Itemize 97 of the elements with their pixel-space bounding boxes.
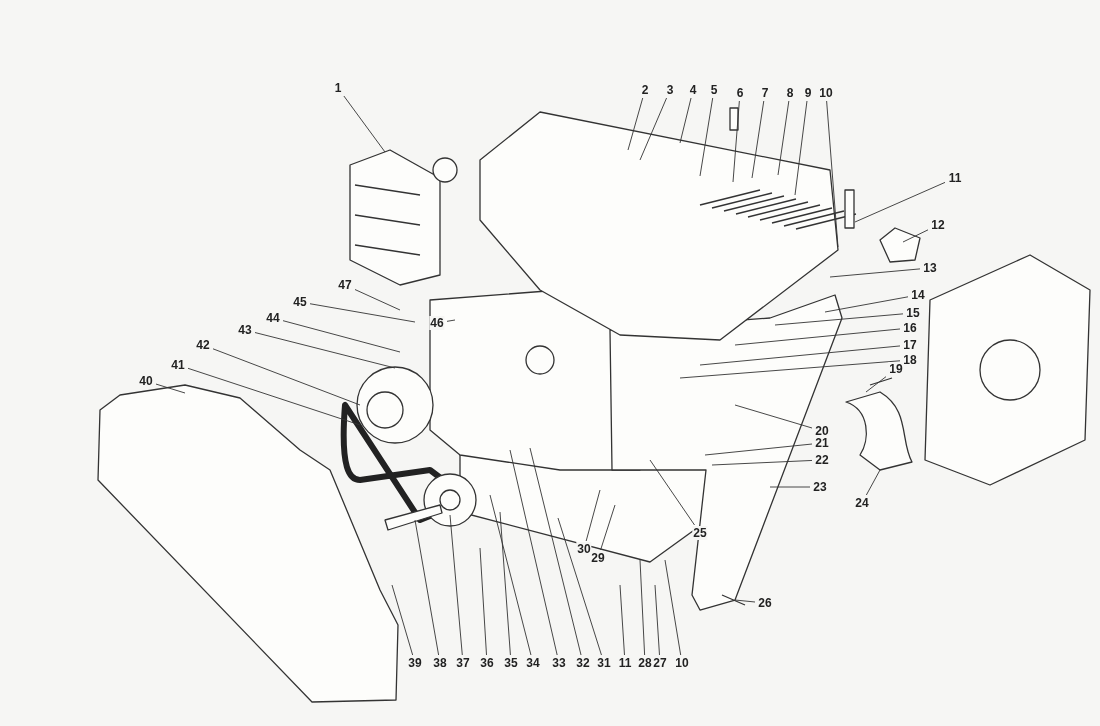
leader-line (734, 599, 756, 603)
leader-line (529, 447, 582, 656)
leader-line (699, 345, 901, 366)
leader-line (769, 486, 811, 488)
callout-number: 22 (814, 453, 830, 467)
leader-line (414, 519, 440, 656)
callout-number: 38 (432, 656, 448, 670)
leader-line (777, 100, 790, 176)
leader-line (865, 376, 887, 393)
callout-number: 8 (785, 86, 795, 100)
callout-number: 12 (930, 218, 946, 232)
leader-line (826, 100, 839, 248)
callout-number: 47 (337, 278, 353, 292)
leader-line (732, 100, 740, 183)
leader-line (865, 469, 881, 496)
callout-number: 42 (195, 338, 211, 352)
callout-number: 16 (902, 321, 918, 335)
leader-line (704, 443, 813, 456)
callout-number: 29 (590, 551, 606, 565)
leader-line (446, 319, 456, 322)
leader-line (557, 517, 602, 656)
callout-number: 11 (947, 171, 963, 185)
leader-line (902, 229, 929, 243)
leader-line (627, 97, 644, 151)
callout-number: 23 (812, 480, 828, 494)
leader-line (254, 332, 396, 369)
leader-line (734, 404, 813, 429)
callout-number: 43 (237, 323, 253, 337)
leader-line (343, 95, 386, 153)
callout-number: 28 (637, 656, 653, 670)
callout-number: 5 (709, 83, 719, 97)
callout-number: 39 (407, 656, 423, 670)
leader-line (854, 181, 946, 223)
leader-line (829, 268, 921, 278)
leader-line (489, 494, 532, 656)
leader-line (600, 504, 616, 551)
callout-number: 6 (735, 86, 745, 100)
callout-number: 35 (503, 656, 519, 670)
callout-number: 11 (617, 656, 633, 670)
callout-number: 1 (333, 81, 343, 95)
leader-line (212, 348, 361, 406)
leader-line (585, 489, 601, 542)
callout-number: 41 (170, 358, 186, 372)
callout-number: 25 (692, 526, 708, 540)
callout-number: 21 (814, 436, 830, 450)
leader-line (711, 460, 813, 466)
callout-number: 40 (138, 374, 154, 388)
callout-number: 32 (575, 656, 591, 670)
leader-line (794, 100, 808, 196)
callout-number: 19 (888, 362, 904, 376)
callout-number: 4 (688, 83, 698, 97)
callout-number: 13 (922, 261, 938, 275)
callout-number: 30 (576, 542, 592, 556)
leader-line (391, 584, 414, 656)
leader-line (649, 459, 695, 526)
callout-number: 3 (665, 83, 675, 97)
callout-number: 45 (292, 295, 308, 309)
callout-number: 18 (902, 353, 918, 367)
leader-line (774, 313, 904, 326)
leader-line (155, 383, 186, 394)
leader-line (479, 547, 487, 656)
callout-number: 17 (902, 338, 918, 352)
leader-line (449, 514, 463, 656)
callout-number: 36 (479, 656, 495, 670)
callout-number: 14 (910, 288, 926, 302)
leader-line (187, 367, 361, 426)
leader-line (282, 320, 401, 353)
callout-number: 37 (455, 656, 471, 670)
leader-line (309, 303, 416, 323)
leader-line (354, 289, 401, 311)
callout-number: 34 (525, 656, 541, 670)
leader-line (679, 97, 692, 144)
callout-number: 24 (854, 496, 870, 510)
leader-line (639, 97, 668, 161)
callout-number: 27 (652, 656, 668, 670)
leader-line (751, 100, 765, 179)
callout-number: 9 (803, 86, 813, 100)
leader-line (509, 449, 558, 656)
callout-number: 46 (429, 316, 445, 330)
callout-number: 15 (905, 306, 921, 320)
leader-line (734, 328, 901, 346)
leader-line (499, 511, 511, 656)
callout-number: 26 (757, 596, 773, 610)
leader-line (664, 559, 682, 656)
callout-number: 44 (265, 311, 281, 325)
callout-number: 2 (640, 83, 650, 97)
leader-line (824, 296, 909, 313)
leader-line (699, 97, 714, 177)
leader-line (679, 360, 901, 379)
callout-number: 10 (674, 656, 690, 670)
callout-number: 33 (551, 656, 567, 670)
callout-number: 31 (596, 656, 612, 670)
callout-number: 10 (818, 86, 834, 100)
leader-line (639, 559, 646, 656)
leader-line (619, 584, 625, 656)
callout-number: 7 (760, 86, 770, 100)
leader-line (654, 584, 660, 656)
